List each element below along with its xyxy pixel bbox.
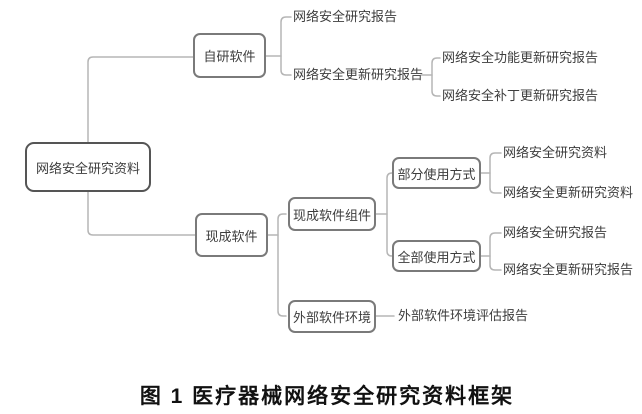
- connector-partial-bracket: [489, 152, 502, 194]
- leaf-security-research-report: 网络安全研究报告: [293, 9, 398, 24]
- node-partial-use-mode: 部分使用方式: [392, 157, 481, 189]
- node-root: 网络安全研究资料: [25, 142, 151, 192]
- connector-root-to-offshelf: [87, 191, 196, 236]
- leaf-function-update-research-report: 网络安全功能更新研究报告: [442, 50, 599, 65]
- connector-full-bracket: [489, 232, 502, 271]
- leaf-full-research-report: 网络安全研究报告: [503, 225, 608, 240]
- node-software-component: 现成软件组件: [288, 197, 376, 231]
- figure-caption: 图 1 医疗器械网络安全研究资料框架: [139, 385, 515, 408]
- leaf-partial-update-research-materials: 网络安全更新研究资料: [503, 185, 634, 200]
- leaf-partial-research-materials: 网络安全研究资料: [503, 145, 608, 160]
- connector-component-bracket: [386, 172, 393, 257]
- leaf-external-environment-assessment-report: 外部软件环境评估报告: [398, 308, 529, 323]
- connector-update-report-bracket: [431, 57, 441, 97]
- leaf-security-update-research-report: 网络安全更新研究报告: [293, 67, 424, 82]
- connector-root-to-selfdev: [87, 56, 194, 143]
- connector-selfdev-bracket: [280, 16, 292, 76]
- connector-offshelf-bracket: [277, 213, 287, 317]
- leaf-full-update-research-report: 网络安全更新研究报告: [503, 262, 634, 277]
- node-self-developed-software: 自研软件: [193, 33, 266, 78]
- node-off-the-shelf-software: 现成软件: [195, 213, 268, 257]
- node-full-use-mode: 全部使用方式: [392, 240, 481, 272]
- node-external-software-environment: 外部软件环境: [288, 300, 376, 333]
- leaf-patch-update-research-report: 网络安全补丁更新研究报告: [442, 88, 599, 103]
